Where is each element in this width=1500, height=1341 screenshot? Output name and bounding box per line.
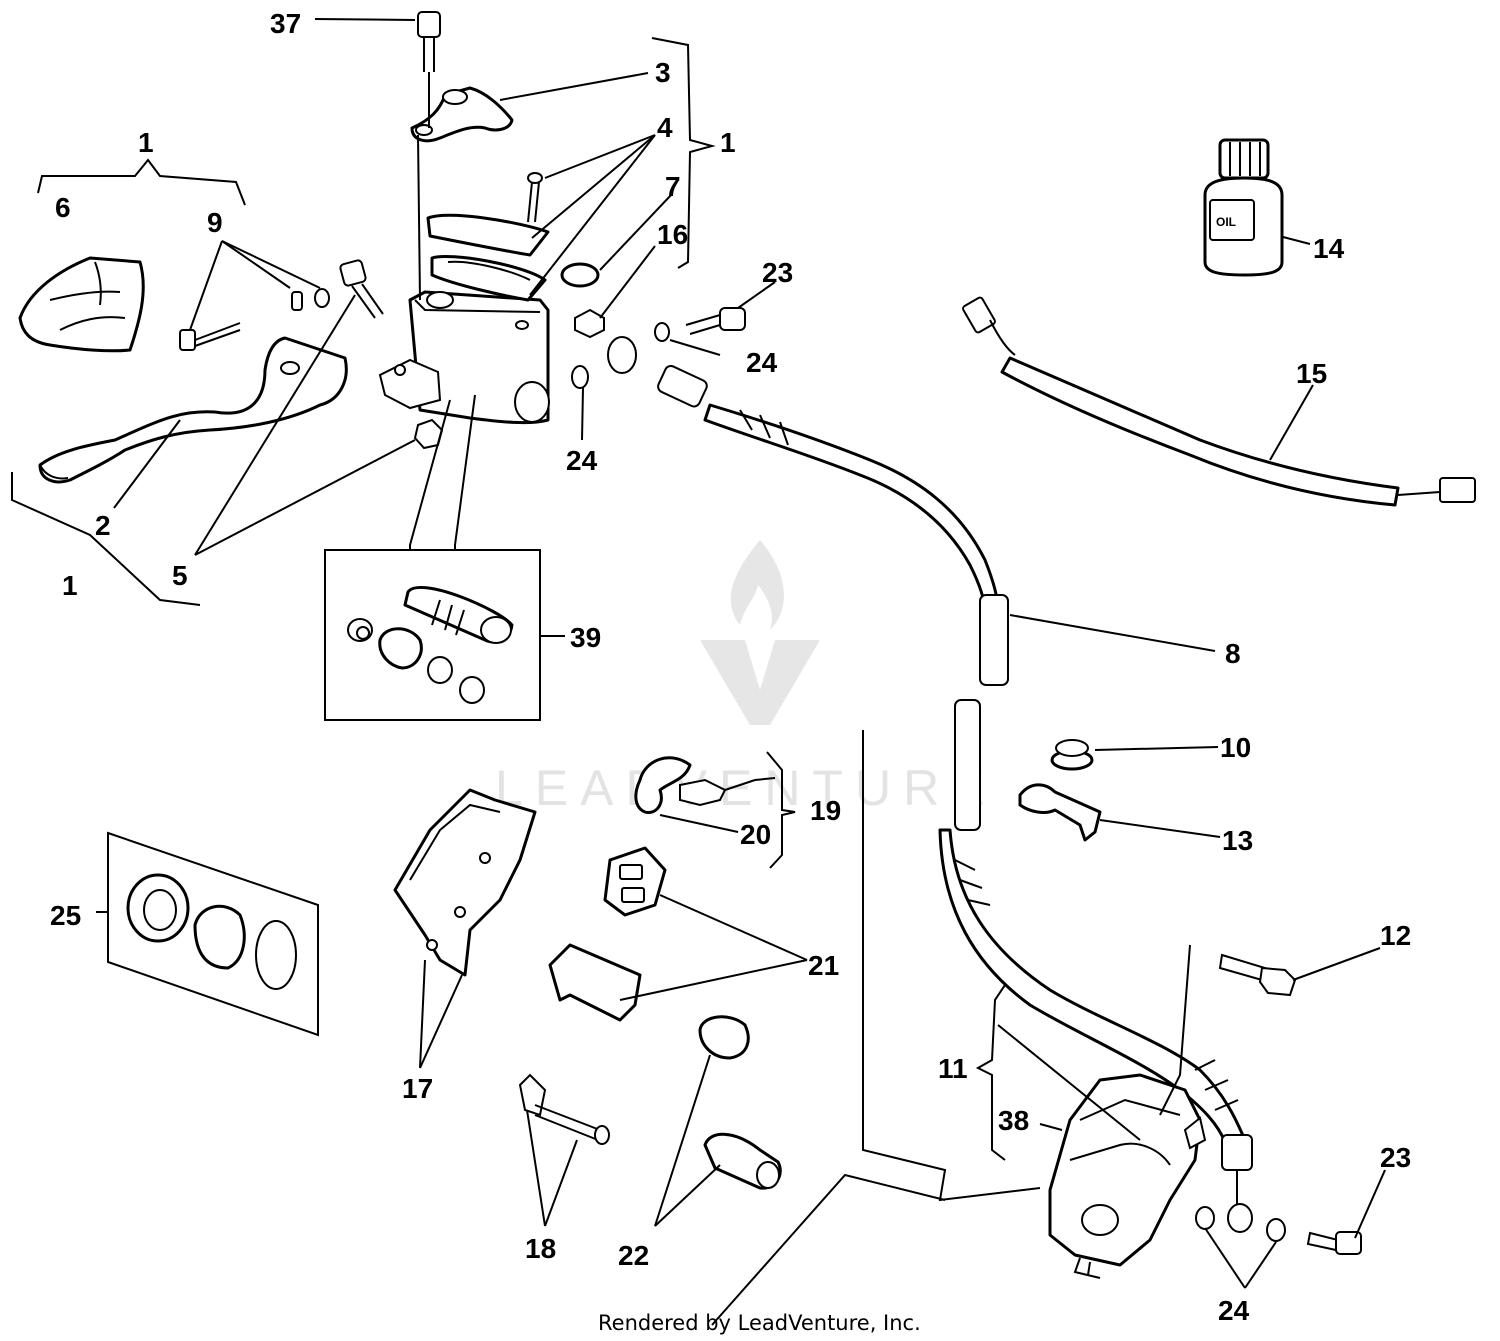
part-22-sleeves — [698, 1015, 782, 1190]
callout-19: 19 — [810, 795, 841, 826]
callout-10: 10 — [1220, 732, 1251, 763]
part-7-cap — [560, 262, 600, 288]
part-39-piston-kit — [324, 549, 541, 721]
part-10-grommet — [1050, 739, 1094, 771]
leadventure-logo — [700, 540, 820, 725]
part-20-bleeder-cap — [634, 756, 692, 815]
callout-1-bottom-left: 1 — [62, 570, 78, 601]
callout-4: 4 — [657, 112, 673, 143]
master-cylinder — [378, 213, 550, 425]
part-6-grip-cover — [18, 256, 145, 353]
callout-6: 6 — [55, 192, 71, 223]
part-9-pivot-bolt — [179, 288, 330, 351]
part-24-washers-top — [571, 322, 670, 389]
part-5-bolt — [339, 259, 444, 450]
callout-labels: 37 3 4 1 7 16 1 6 9 23 24 24 14 15 2 1 5… — [50, 8, 1411, 1326]
part-19-bleeder-screw — [679, 778, 756, 807]
callout-24-left: 24 — [566, 445, 598, 476]
callout-16: 16 — [657, 219, 688, 250]
part-16-nut — [574, 308, 605, 339]
callout-1-top-left: 1 — [138, 127, 154, 158]
part-15-switch-wire — [962, 296, 1476, 507]
callout-24-mid: 24 — [746, 347, 778, 378]
callout-25: 25 — [50, 900, 81, 931]
callout-9: 9 — [207, 207, 223, 238]
part-18-pin-clip — [518, 1073, 610, 1145]
callout-3: 3 — [655, 57, 671, 88]
callout-39: 39 — [570, 622, 601, 653]
callout-23-bottom: 23 — [1380, 1142, 1411, 1173]
callout-38: 38 — [998, 1105, 1029, 1136]
callout-13: 13 — [1222, 825, 1253, 856]
callout-12: 12 — [1380, 920, 1411, 951]
part-2-brake-lever — [38, 336, 348, 484]
callout-11: 11 — [938, 1053, 968, 1084]
part-4-screw — [527, 172, 543, 223]
part-17-brake-pads — [393, 788, 537, 977]
callout-23-top: 23 — [762, 257, 793, 288]
bottle-label: OIL — [1216, 215, 1236, 229]
part-23-banjo-bolt-top — [685, 307, 746, 335]
callout-5: 5 — [172, 560, 188, 591]
caliper-assembly — [1048, 1073, 1362, 1279]
callout-8: 8 — [1225, 638, 1241, 669]
part-12-bolt — [1218, 953, 1297, 997]
callout-17: 17 — [402, 1073, 433, 1104]
footer-credit: Rendered by LeadVenture, Inc. — [598, 1311, 921, 1335]
part-37-bolt — [417, 11, 441, 128]
callout-7: 7 — [665, 171, 681, 202]
callout-18: 18 — [525, 1233, 556, 1264]
callout-14: 14 — [1313, 233, 1345, 264]
part-21-clips — [548, 846, 667, 1022]
callout-15: 15 — [1296, 358, 1327, 389]
leader-lines — [11, 18, 1386, 1326]
watermark: LEADVENTURE — [495, 540, 997, 816]
part-13-bracket — [1018, 783, 1102, 842]
callout-37: 37 — [270, 8, 301, 39]
callout-2: 2 — [95, 510, 111, 541]
callout-21: 21 — [808, 950, 839, 981]
callout-22: 22 — [618, 1240, 649, 1271]
part-25-seal-kit — [107, 831, 319, 1037]
callout-1-top-right: 1 — [720, 127, 736, 158]
callout-20: 20 — [740, 819, 771, 850]
part-14-oil-bottle: OIL — [1203, 138, 1284, 277]
callout-24-bottom: 24 — [1218, 1295, 1250, 1326]
part-3-clamp — [410, 86, 514, 143]
watermark-text: LEADVENTURE — [495, 760, 997, 816]
